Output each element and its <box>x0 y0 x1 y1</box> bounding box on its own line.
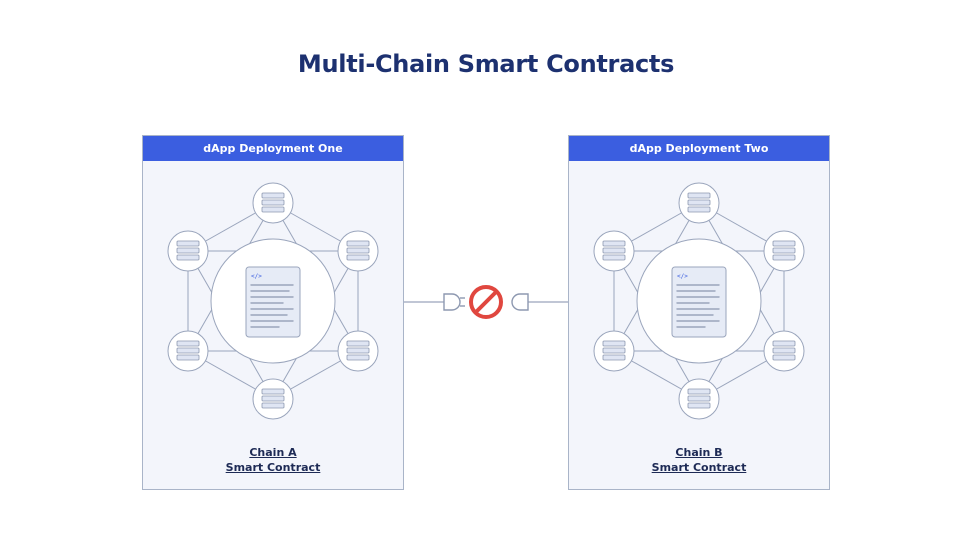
server-icon <box>176 240 200 261</box>
deployment-panel-one: dApp Deployment One </> <box>142 135 404 490</box>
plug-icon <box>443 293 465 311</box>
blocked-icon <box>469 285 503 319</box>
chain-name-one: Chain A <box>249 446 297 459</box>
chain-name-two: Chain B <box>675 446 723 459</box>
document-icon: </> <box>245 266 301 338</box>
server-icon <box>687 388 711 409</box>
blocked-connection <box>404 285 568 319</box>
panel-header-two: dApp Deployment Two <box>569 136 829 161</box>
server-icon <box>346 340 370 361</box>
server-icon <box>176 340 200 361</box>
chain-sub-one: Smart Contract <box>225 461 321 474</box>
page-title: Multi-Chain Smart Contracts <box>297 50 675 78</box>
plug-icon <box>511 293 529 311</box>
panel-header-one: dApp Deployment One <box>143 136 403 161</box>
server-icon <box>261 388 285 409</box>
document-icon: </> <box>671 266 727 338</box>
server-icon <box>261 192 285 213</box>
network-diagram-one: </> <box>167 182 379 420</box>
server-icon <box>346 240 370 261</box>
deployment-panel-two: dApp Deployment Two </> <box>568 135 830 490</box>
contract-tag: </> <box>251 273 262 280</box>
chain-sub-two: Smart Contract <box>651 461 747 474</box>
server-icon <box>772 340 796 361</box>
network-diagram-two: </> <box>593 182 805 420</box>
server-icon <box>602 340 626 361</box>
server-icon <box>687 192 711 213</box>
contract-tag: </> <box>677 273 688 280</box>
server-icon <box>602 240 626 261</box>
server-icon <box>772 240 796 261</box>
